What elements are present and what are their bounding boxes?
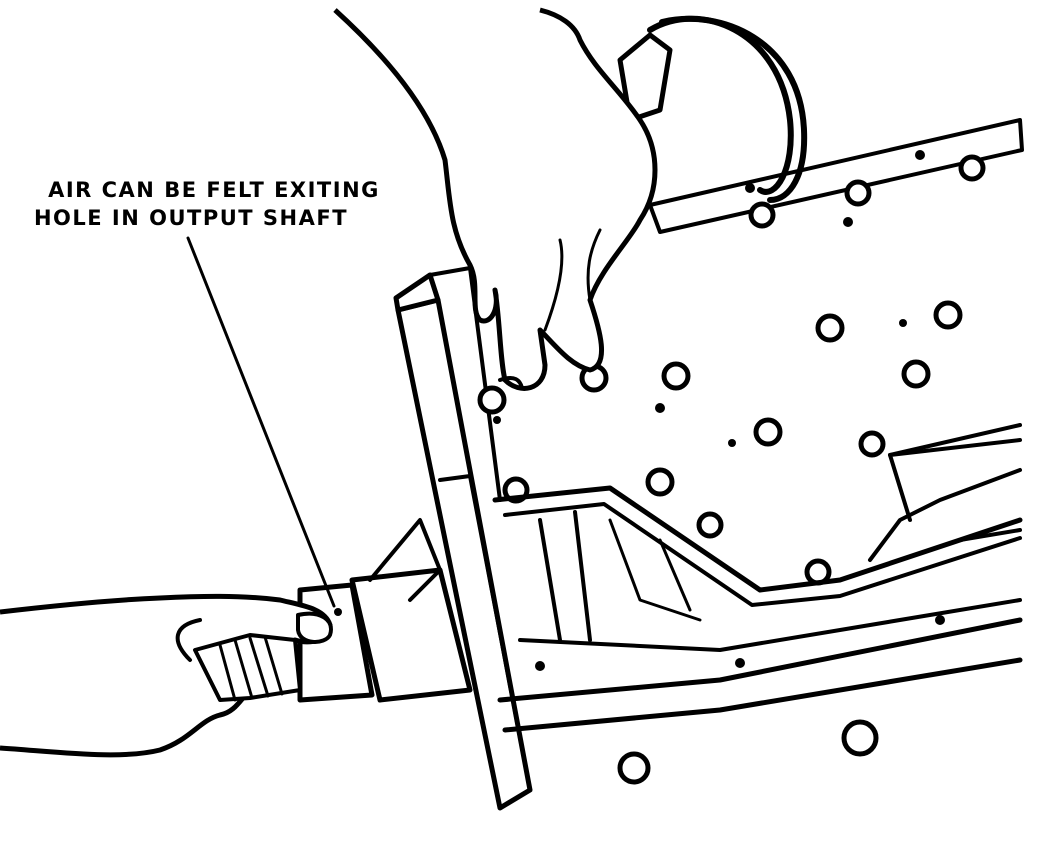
adapter-plate — [393, 272, 533, 811]
bolt-3 — [748, 201, 776, 229]
lower-hand — [0, 593, 333, 758]
bolt-11 — [858, 430, 886, 458]
bolt-10 — [753, 417, 783, 447]
bolt-12 — [645, 467, 675, 497]
bolt-9 — [477, 385, 507, 415]
output-shaft-hole — [334, 608, 342, 616]
bolt-1 — [958, 154, 986, 182]
bolt-7 — [661, 361, 691, 391]
callout-text-line-2: HOLE IN OUTPUT SHAFT — [33, 206, 349, 230]
bolt-5 — [933, 300, 963, 330]
callout-text-line-1: AIR CAN BE FELT EXITING — [48, 178, 380, 202]
bolt-6 — [901, 359, 931, 389]
plate-holes — [493, 150, 945, 671]
valve-body-plate — [428, 118, 1024, 522]
bolt-2 — [844, 179, 872, 207]
callout-leader-line — [186, 236, 336, 608]
bolt-heads — [477, 154, 986, 785]
bolt-17 — [841, 719, 879, 757]
bolt-16 — [617, 751, 651, 785]
bolt-4 — [815, 313, 845, 343]
bolt-14 — [696, 511, 724, 539]
upper-hand — [333, 7, 658, 391]
extension-housing — [297, 518, 473, 703]
transmission-case — [492, 468, 1023, 733]
